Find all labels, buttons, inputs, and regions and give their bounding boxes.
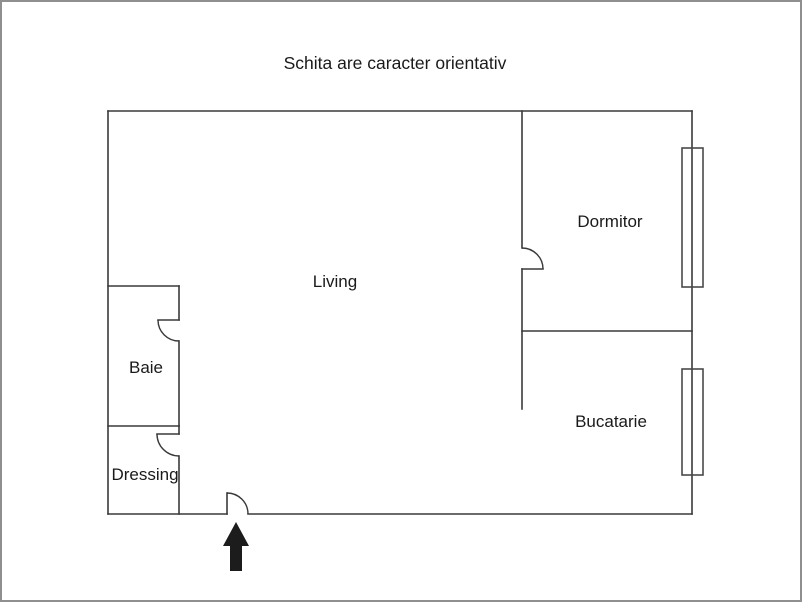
baie-walls — [107, 285, 180, 427]
room-label-dressing: Dressing — [111, 465, 178, 484]
door-arc-dormitor — [521, 247, 544, 270]
plan-title: Schita are caracter orientativ — [284, 53, 507, 73]
door-arc-entrance — [226, 492, 249, 515]
room-label-bucatarie: Bucatarie — [575, 412, 647, 431]
door-arc-baie — [157, 319, 180, 342]
entrance-door — [226, 492, 249, 515]
interior-wall-living-right — [521, 110, 693, 410]
room-label-baie: Baie — [129, 358, 163, 377]
door-arc-dressing — [156, 433, 180, 457]
outer-walls — [107, 110, 693, 515]
dressing-walls — [156, 425, 180, 515]
room-label-dormitor: Dormitor — [577, 212, 643, 231]
window-dormitor — [681, 147, 704, 288]
entrance-arrow-icon — [223, 522, 249, 571]
window-bucatarie — [681, 368, 704, 476]
room-label-living: Living — [313, 272, 357, 291]
